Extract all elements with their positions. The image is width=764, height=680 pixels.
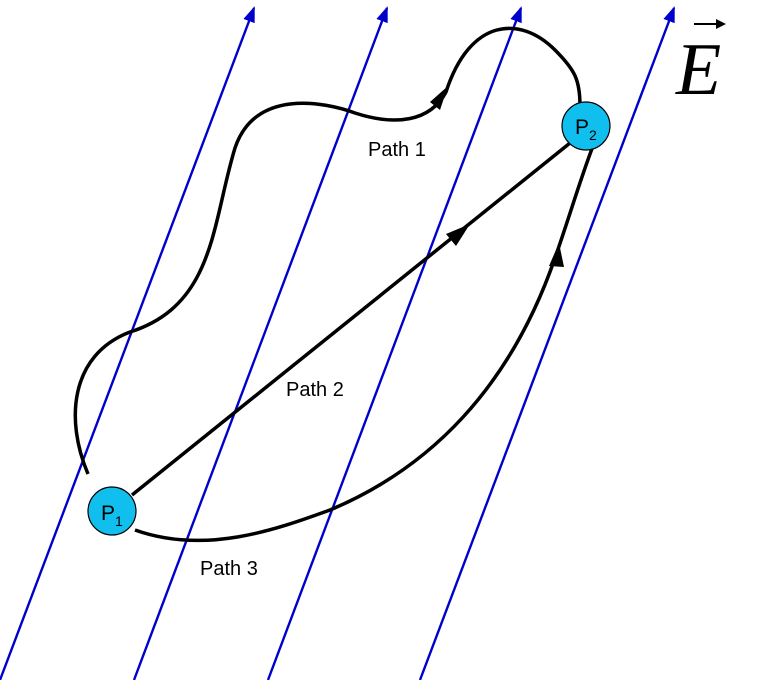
point-p1: P1 bbox=[87, 486, 137, 536]
point-p1-subscript: 1 bbox=[115, 513, 123, 529]
point-p1-circle bbox=[87, 486, 137, 536]
field-line-4 bbox=[418, 6, 676, 680]
path-1-curve bbox=[73, 26, 582, 475]
path-3-label: Path 3 bbox=[200, 558, 258, 580]
field-line-2 bbox=[132, 6, 389, 680]
path-1-arrowhead bbox=[430, 86, 448, 110]
point-p2-circle bbox=[561, 101, 611, 151]
svg-text:P2: P2 bbox=[575, 116, 597, 143]
field-line-3 bbox=[266, 6, 523, 680]
point-p2-letter: P bbox=[575, 116, 589, 139]
point-p1-letter: P bbox=[101, 502, 115, 525]
point-p2-subscript: 2 bbox=[589, 127, 597, 143]
vector-arrowhead bbox=[716, 19, 726, 29]
path-3-curve bbox=[134, 145, 595, 543]
path-1-label: Path 1 bbox=[368, 139, 426, 161]
field-label: E bbox=[675, 19, 726, 111]
point-p2: P2 bbox=[561, 101, 611, 151]
svg-text:P1: P1 bbox=[101, 502, 123, 529]
field-line-1 bbox=[0, 6, 256, 680]
path-2-arrowhead bbox=[446, 224, 470, 246]
field-symbol: E bbox=[675, 29, 721, 111]
path-2-label: Path 2 bbox=[286, 379, 344, 401]
path-3-arrowhead bbox=[549, 243, 564, 267]
path-2-line bbox=[130, 141, 572, 497]
